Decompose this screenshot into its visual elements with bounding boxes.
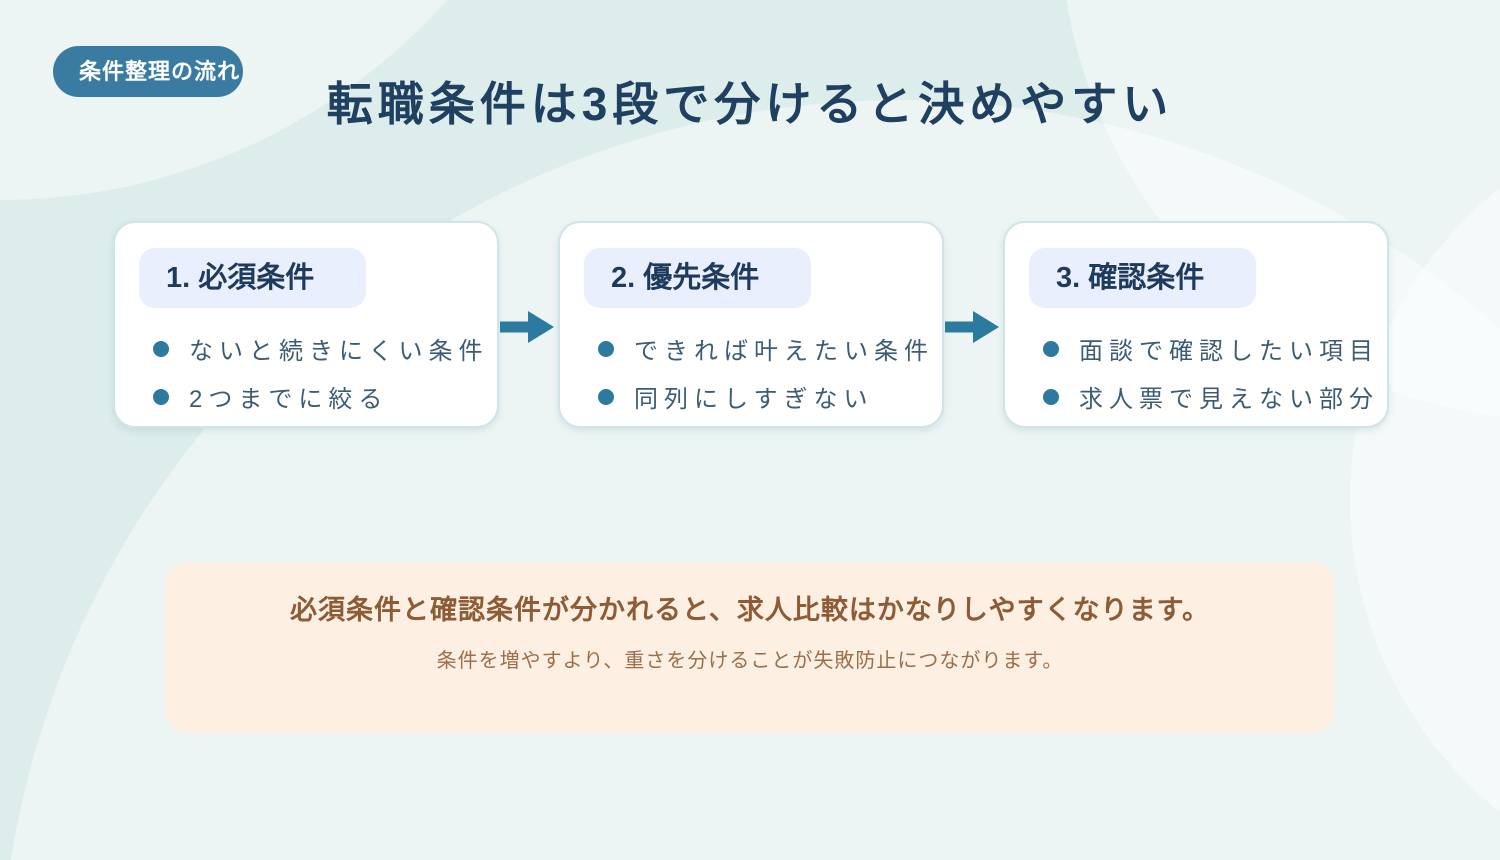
list-item: 面談で確認したい項目 (1043, 331, 1387, 366)
step-card-2: 2. 優先条件 できれば叶えたい条件 同列にしすぎない (558, 221, 944, 428)
step-card-2-bullet-list: できれば叶えたい条件 同列にしすぎない (560, 331, 942, 414)
bullet-text: ないと続きにくい条件 (189, 338, 489, 365)
bullet-text: 求人票で見えない部分 (1079, 386, 1379, 413)
bullet-dot-icon (1043, 340, 1059, 357)
summary-note: 必須条件と確認条件が分かれると、求人比較はかなりしやすくなります。 条件を増やす… (165, 562, 1335, 733)
step-card-1-bullet-list: ないと続きにくい条件 2つまでに絞る (115, 331, 497, 414)
bullet-dot-icon (598, 388, 614, 405)
step-card-3: 3. 確認条件 面談で確認したい項目 求人票で見えない部分 (1003, 221, 1389, 428)
bullet-dot-icon (153, 388, 169, 405)
bullet-text: 面談で確認したい項目 (1079, 338, 1379, 365)
step-card-3-heading: 3. 確認条件 (1029, 248, 1257, 308)
step-card-2-heading: 2. 優先条件 (584, 248, 812, 308)
list-item: 同列にしすぎない (598, 379, 942, 414)
bullet-dot-icon (153, 340, 169, 357)
bullet-dot-icon (1043, 388, 1059, 405)
list-item: ないと続きにくい条件 (153, 331, 497, 366)
step-card-3-bullet-list: 面談で確認したい項目 求人票で見えない部分 (1005, 331, 1387, 414)
list-item: 2つまでに絞る (153, 379, 497, 414)
bullet-text: 同列にしすぎない (634, 386, 874, 413)
bullet-text: できれば叶えたい条件 (634, 338, 934, 365)
list-item: できれば叶えたい条件 (598, 331, 942, 366)
step-card-1-heading: 1. 必須条件 (139, 248, 367, 308)
background-circle-bottom (0, 100, 1500, 860)
summary-heading: 必須条件と確認条件が分かれると、求人比較はかなりしやすくなります。 (290, 595, 1210, 625)
page-title: 転職条件は3段で分けると決めやすい (326, 78, 1174, 130)
arrow-right-icon (945, 311, 999, 343)
arrow-right-icon (500, 311, 554, 343)
bullet-text: 2つまでに絞る (189, 386, 389, 413)
list-item: 求人票で見えない部分 (1043, 379, 1387, 414)
category-badge: 条件整理の流れ (53, 46, 243, 97)
summary-subtext: 条件を増やすより、重さを分けることが失敗防止につながります。 (436, 650, 1064, 672)
step-card-1: 1. 必須条件 ないと続きにくい条件 2つまでに絞る (113, 221, 499, 428)
bullet-dot-icon (598, 340, 614, 357)
